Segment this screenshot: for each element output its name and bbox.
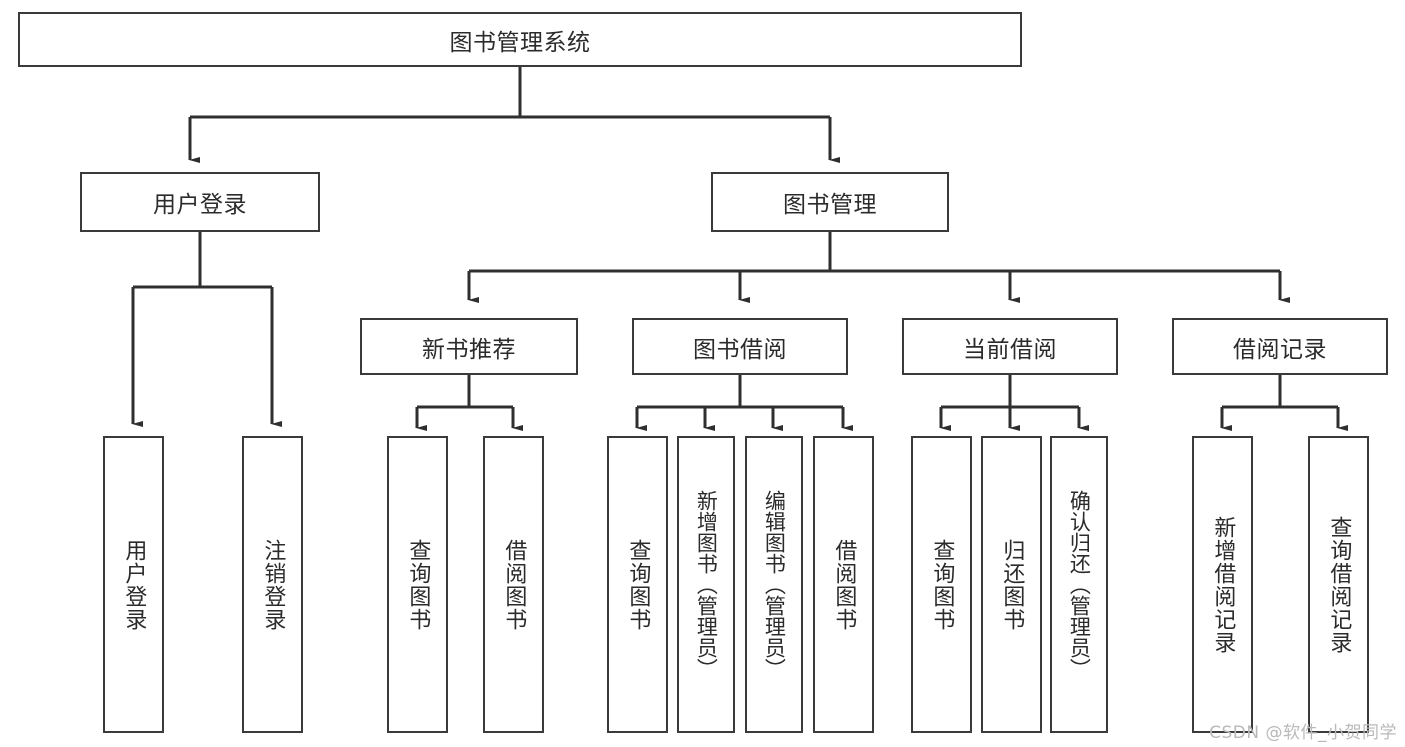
node-book-borrow[interactable]: 图书借阅	[632, 318, 848, 375]
node-label: 借阅记录	[1233, 336, 1327, 363]
leaf-record-query-record[interactable]: 查询借阅记录	[1308, 436, 1369, 733]
leaf-recommend-query-book[interactable]: 查询图书	[387, 436, 448, 733]
node-root-system[interactable]: 图书管理系统	[18, 12, 1022, 67]
leaf-borrow-add-book-admin[interactable]: 新增图书（管理员）	[677, 436, 735, 733]
leaf-current-confirm-return-admin[interactable]: 确认归还（管理员）	[1050, 436, 1108, 733]
node-label: 当前借阅	[963, 336, 1057, 363]
node-label: 查询图书	[929, 538, 955, 631]
node-label: 查询图书	[405, 538, 431, 631]
leaf-recommend-borrow-book[interactable]: 借阅图书	[483, 436, 544, 733]
csdn-watermark: CSDN @软件_小贺同学	[1209, 723, 1397, 743]
leaf-borrow-query-book[interactable]: 查询图书	[607, 436, 668, 733]
leaf-current-query-book[interactable]: 查询图书	[911, 436, 972, 733]
node-label: 借阅图书	[831, 538, 857, 631]
node-label: 归还图书	[999, 538, 1025, 631]
node-label: 用户登录	[153, 192, 247, 218]
node-label: 查询图书	[625, 538, 651, 631]
leaf-borrow-edit-book-admin[interactable]: 编辑图书（管理员）	[745, 436, 803, 733]
node-label: 借阅图书	[501, 538, 527, 631]
node-label: 新书推荐	[422, 336, 516, 363]
node-current-borrow[interactable]: 当前借阅	[902, 318, 1118, 375]
node-new-book-recommend[interactable]: 新书推荐	[360, 318, 578, 375]
node-label: 查询借阅记录	[1326, 515, 1352, 654]
node-label: 注销登录	[260, 538, 286, 631]
node-user-login[interactable]: 用户登录	[80, 172, 320, 232]
node-label: 图书借阅	[693, 336, 787, 363]
node-borrow-record[interactable]: 借阅记录	[1172, 318, 1388, 375]
node-book-management[interactable]: 图书管理	[711, 172, 949, 232]
node-label: 编辑图书（管理员）	[762, 490, 787, 679]
leaf-current-return-book[interactable]: 归还图书	[981, 436, 1042, 733]
leaf-borrow-borrow-book[interactable]: 借阅图书	[813, 436, 874, 733]
node-label: 图书管理	[783, 192, 877, 218]
leaf-user-login-logout[interactable]: 注销登录	[242, 436, 303, 733]
leaf-user-login-login[interactable]: 用户登录	[103, 436, 164, 733]
leaf-record-add-record[interactable]: 新增借阅记录	[1192, 436, 1253, 733]
node-label: 新增图书（管理员）	[694, 490, 719, 679]
node-label: 新增借阅记录	[1210, 515, 1236, 654]
node-label: 用户登录	[121, 538, 147, 631]
node-label: 图书管理系统	[449, 29, 591, 56]
node-label: 确认归还（管理员）	[1067, 490, 1092, 679]
